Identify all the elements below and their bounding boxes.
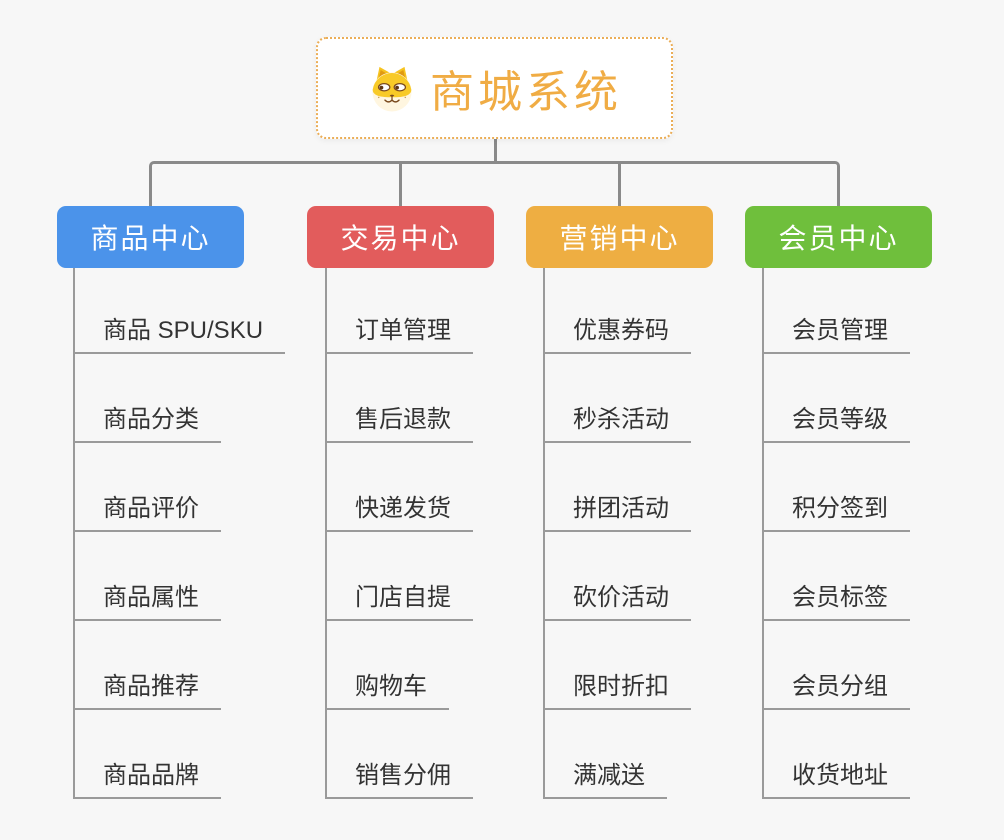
branch-label: 营销中心: [559, 223, 680, 254]
branch-label: 会员中心: [778, 223, 899, 254]
leaf-topic[interactable]: 拼团活动: [543, 494, 691, 532]
leaf-topic[interactable]: 会员标签: [762, 583, 910, 621]
leaf-topic[interactable]: 收货地址: [762, 761, 910, 799]
root-topic-title: 商城系统: [430, 68, 622, 117]
leaf-topic[interactable]: 商品属性: [73, 583, 221, 621]
branch-product-leaves: 商品 SPU/SKU 商品分类 商品评价 商品属性 商品推荐 商品品牌: [73, 265, 286, 799]
connector-drop-line: [399, 163, 402, 206]
connector-drop-line: [618, 163, 621, 206]
branch-trade-leaves: 订单管理 售后退款 快递发货 门店自提 购物车 销售分佣: [325, 265, 473, 799]
branch-trunk-line: [325, 268, 327, 799]
leaf-topic[interactable]: 购物车: [325, 672, 449, 710]
doge-face-icon: [372, 66, 412, 112]
branch-member-leaves: 会员管理 会员等级 积分签到 会员标签 会员分组 收货地址: [762, 265, 910, 799]
branch-marketing-leaves: 优惠券码 秒杀活动 拼团活动 砍价活动 限时折扣 满减送: [543, 265, 691, 799]
leaf-topic[interactable]: 商品 SPU/SKU: [73, 316, 286, 354]
leaf-topic[interactable]: 商品分类: [73, 405, 221, 443]
leaf-topic[interactable]: 优惠券码: [543, 316, 691, 354]
leaf-topic[interactable]: 门店自提: [325, 583, 473, 621]
connector-root-stem: [494, 139, 497, 164]
leaf-topic[interactable]: 会员等级: [762, 405, 910, 443]
branch-marketing-center[interactable]: 营销中心: [526, 206, 713, 268]
branch-trunk-line: [543, 268, 545, 799]
leaf-topic[interactable]: 会员分组: [762, 672, 910, 710]
leaf-topic[interactable]: 商品推荐: [73, 672, 221, 710]
leaf-topic[interactable]: 满减送: [543, 761, 667, 799]
leaf-topic[interactable]: 限时折扣: [543, 672, 691, 710]
leaf-topic[interactable]: 商品评价: [73, 494, 221, 532]
branch-label: 商品中心: [90, 223, 211, 254]
leaf-topic[interactable]: 快递发货: [325, 494, 473, 532]
leaf-topic[interactable]: 订单管理: [325, 316, 473, 354]
leaf-topic[interactable]: 会员管理: [762, 316, 910, 354]
branch-product-center[interactable]: 商品中心: [57, 206, 244, 268]
leaf-topic[interactable]: 积分签到: [762, 494, 910, 532]
branch-member-center[interactable]: 会员中心: [745, 206, 932, 268]
connector-horizontal-bar: [149, 161, 840, 206]
branch-trunk-line: [762, 268, 764, 799]
root-topic-node[interactable]: 商城系统: [316, 37, 673, 139]
leaf-topic[interactable]: 秒杀活动: [543, 405, 691, 443]
leaf-topic[interactable]: 售后退款: [325, 405, 473, 443]
branch-label: 交易中心: [340, 223, 461, 254]
leaf-topic[interactable]: 销售分佣: [325, 761, 473, 799]
branch-trunk-line: [73, 268, 75, 799]
branch-trade-center[interactable]: 交易中心: [307, 206, 494, 268]
leaf-topic[interactable]: 砍价活动: [543, 583, 691, 621]
leaf-topic[interactable]: 商品品牌: [73, 761, 221, 799]
